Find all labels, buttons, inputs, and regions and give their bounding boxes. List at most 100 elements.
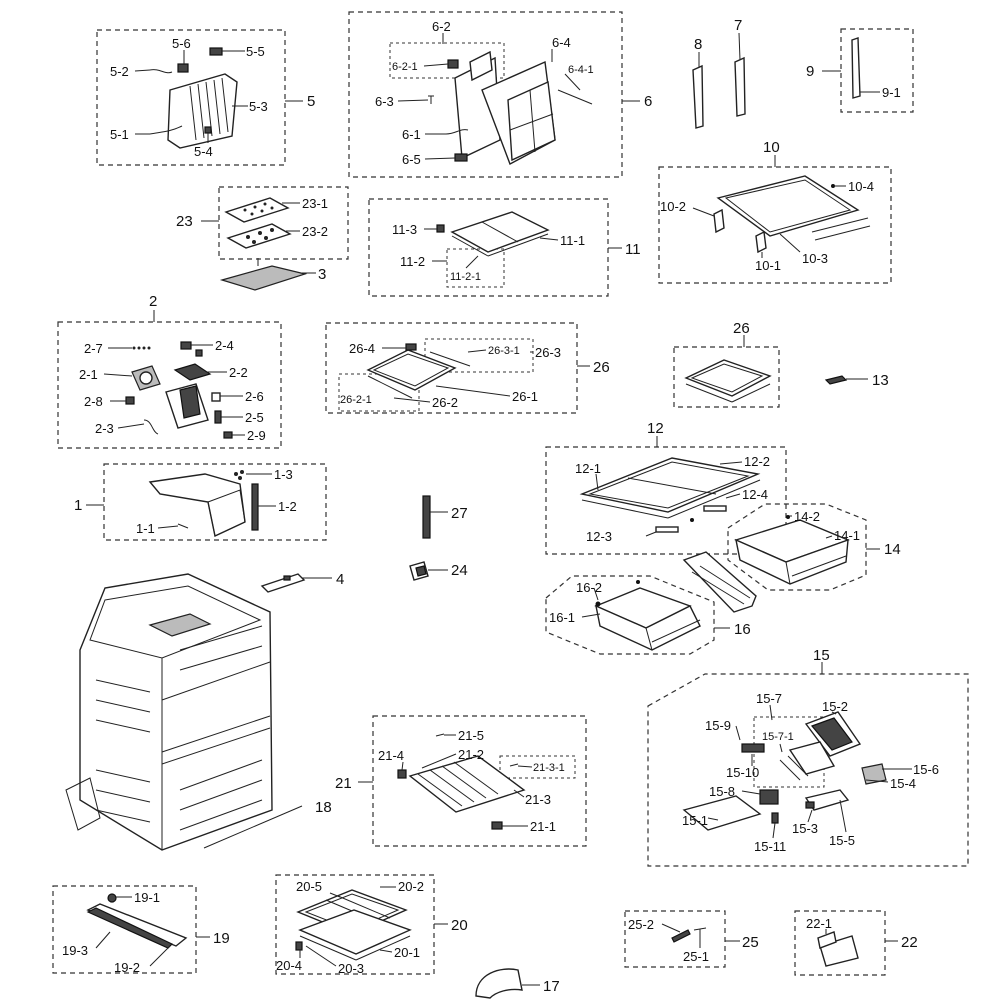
group-26-glass-shelf: 26 — [673, 320, 780, 408]
label-25-1: 25-1 — [683, 949, 709, 964]
label-21-4: 21-4 — [378, 748, 404, 763]
part-7-trim: 7 — [734, 17, 746, 117]
label-15-9: 15-9 — [705, 718, 731, 733]
label-10-3: 10-3 — [802, 251, 828, 266]
drawer-rail-assembly — [682, 551, 757, 613]
label-2-9: 2-9 — [247, 428, 266, 443]
label-1: 1 — [74, 497, 82, 514]
label-20-3: 20-3 — [338, 961, 364, 976]
label-2-1: 2-1 — [79, 367, 98, 382]
label-21-3-1: 21-3-1 — [533, 762, 565, 774]
group-25: 25 25-2 25-1 — [624, 910, 759, 968]
label-6-1: 6-1 — [402, 127, 421, 142]
label-5: 5 — [307, 93, 315, 110]
group-20-basket: 20 20-5 20-2 20-1 20-4 20-3 — [275, 874, 468, 976]
part-18-cabinet: 18 — [65, 573, 332, 851]
label-15: 15 — [813, 647, 830, 664]
part-13: 13 — [824, 372, 889, 389]
label-14-1: 14-1 — [834, 528, 860, 543]
group-2-ice-maker: 2 2-7 2-4 2-1 2-2 2-8 2-6 2-5 2-3 2-9 — [57, 293, 282, 449]
label-6-2: 6-2 — [432, 19, 451, 34]
label-25: 25 — [742, 934, 759, 951]
label-26-2-1: 26-2-1 — [340, 394, 372, 406]
label-15-6: 15-6 — [913, 762, 939, 777]
label-21-3: 21-3 — [525, 792, 551, 807]
label-26-4: 26-4 — [349, 341, 375, 356]
label-5-2: 5-2 — [110, 64, 129, 79]
part-3-filter-cover: 3 — [219, 258, 326, 291]
group-14-drawer: 14 14-2 14-1 — [727, 503, 901, 591]
label-11-1: 11-1 — [560, 233, 585, 248]
label-20: 20 — [451, 917, 468, 934]
label-24: 24 — [451, 562, 468, 579]
label-6-4-1: 6-4-1 — [568, 64, 594, 76]
part-27: 27 — [422, 495, 468, 539]
label-21-5: 21-5 — [458, 728, 484, 743]
label-26-alt: 26 — [733, 320, 750, 337]
label-11-2-1: 11-2-1 — [450, 271, 481, 283]
label-12-2: 12-2 — [744, 454, 770, 469]
label-27: 27 — [451, 505, 468, 522]
label-21: 21 — [335, 775, 352, 792]
label-2-7: 2-7 — [84, 341, 103, 356]
label-5-3: 5-3 — [249, 99, 268, 114]
label-14: 14 — [884, 541, 901, 558]
group-11-shelf: 11 11-3 11-1 11-2 11-2-1 — [368, 198, 641, 297]
label-16-2: 16-2 — [576, 580, 602, 595]
label-13: 13 — [872, 372, 889, 389]
label-20-4: 20-4 — [276, 958, 302, 973]
label-8: 8 — [694, 36, 702, 53]
label-5-5: 5-5 — [246, 44, 265, 59]
part-24: 24 — [409, 561, 468, 581]
label-11-3: 11-3 — [392, 222, 417, 237]
label-15-7-1: 15-7-1 — [762, 731, 794, 743]
label-18: 18 — [315, 799, 332, 816]
label-2-2: 2-2 — [229, 365, 248, 380]
label-15-3: 15-3 — [792, 821, 818, 836]
label-6-3: 6-3 — [375, 94, 394, 109]
label-16-1: 16-1 — [549, 610, 575, 625]
label-26-1: 26-1 — [512, 389, 538, 404]
group-15-dispenser: 15 15-9 15-7 15-7-1 15-2 15-10 15-6 1 — [647, 647, 969, 867]
group-21-rail: 21 21-5 21-4 21-2 21-3-1 21-3 21-1 — [335, 715, 587, 847]
label-2-5: 2-5 — [245, 410, 264, 425]
label-22: 22 — [901, 934, 918, 951]
group-19-rail: 19 19-1 19-3 19-2 — [52, 885, 230, 975]
group-23-filter: 23 23-1 23-2 — [176, 186, 349, 260]
label-10-2: 10-2 — [660, 199, 686, 214]
label-10-4: 10-4 — [848, 179, 874, 194]
label-2-8: 2-8 — [84, 394, 103, 409]
label-26-3: 26-3 — [535, 345, 561, 360]
label-5-4: 5-4 — [194, 144, 213, 159]
label-20-1: 20-1 — [394, 945, 420, 960]
label-1-1: 1-1 — [136, 521, 155, 536]
label-25-2: 25-2 — [628, 917, 654, 932]
label-17: 17 — [543, 978, 560, 995]
label-19-2: 19-2 — [114, 960, 140, 975]
group-5-evaporator: 5 5-6 5-5 5-2 5-3 5-1 5-4 — [96, 29, 315, 166]
label-23-2: 23-2 — [302, 224, 328, 239]
group-12-shelf: 12 12-1 12-2 12-4 12-3 — [545, 420, 787, 555]
label-6-4: 6-4 — [552, 35, 571, 50]
label-15-10: 15-10 — [726, 765, 759, 780]
label-20-5: 20-5 — [296, 879, 322, 894]
group-26-shelf-assembly: 26 26-4 26-3-1 26-3 26-1 26-2-1 26-2 — [325, 322, 610, 414]
group-16-drawer: 16 16-2 16-1 — [545, 575, 751, 655]
label-23: 23 — [176, 213, 193, 230]
label-2-3: 2-3 — [95, 421, 114, 436]
label-5-6: 5-6 — [172, 36, 191, 51]
label-19: 19 — [213, 930, 230, 947]
label-12-3: 12-3 — [586, 529, 612, 544]
label-2: 2 — [149, 293, 157, 310]
label-15-1: 15-1 — [682, 813, 708, 828]
label-19-3: 19-3 — [62, 943, 88, 958]
label-11: 11 — [625, 241, 641, 258]
label-12: 12 — [647, 420, 664, 437]
label-7: 7 — [734, 17, 742, 34]
group-9-hinge-cover: 9 9-1 — [806, 28, 914, 113]
label-15-5: 15-5 — [829, 833, 855, 848]
label-26-2: 26-2 — [432, 395, 458, 410]
label-15-2: 15-2 — [822, 699, 848, 714]
group-6-duct-assembly: 6 6-2 6-2-1 6-4 6-4-1 6-3 6-1 6-5 — [348, 11, 652, 178]
